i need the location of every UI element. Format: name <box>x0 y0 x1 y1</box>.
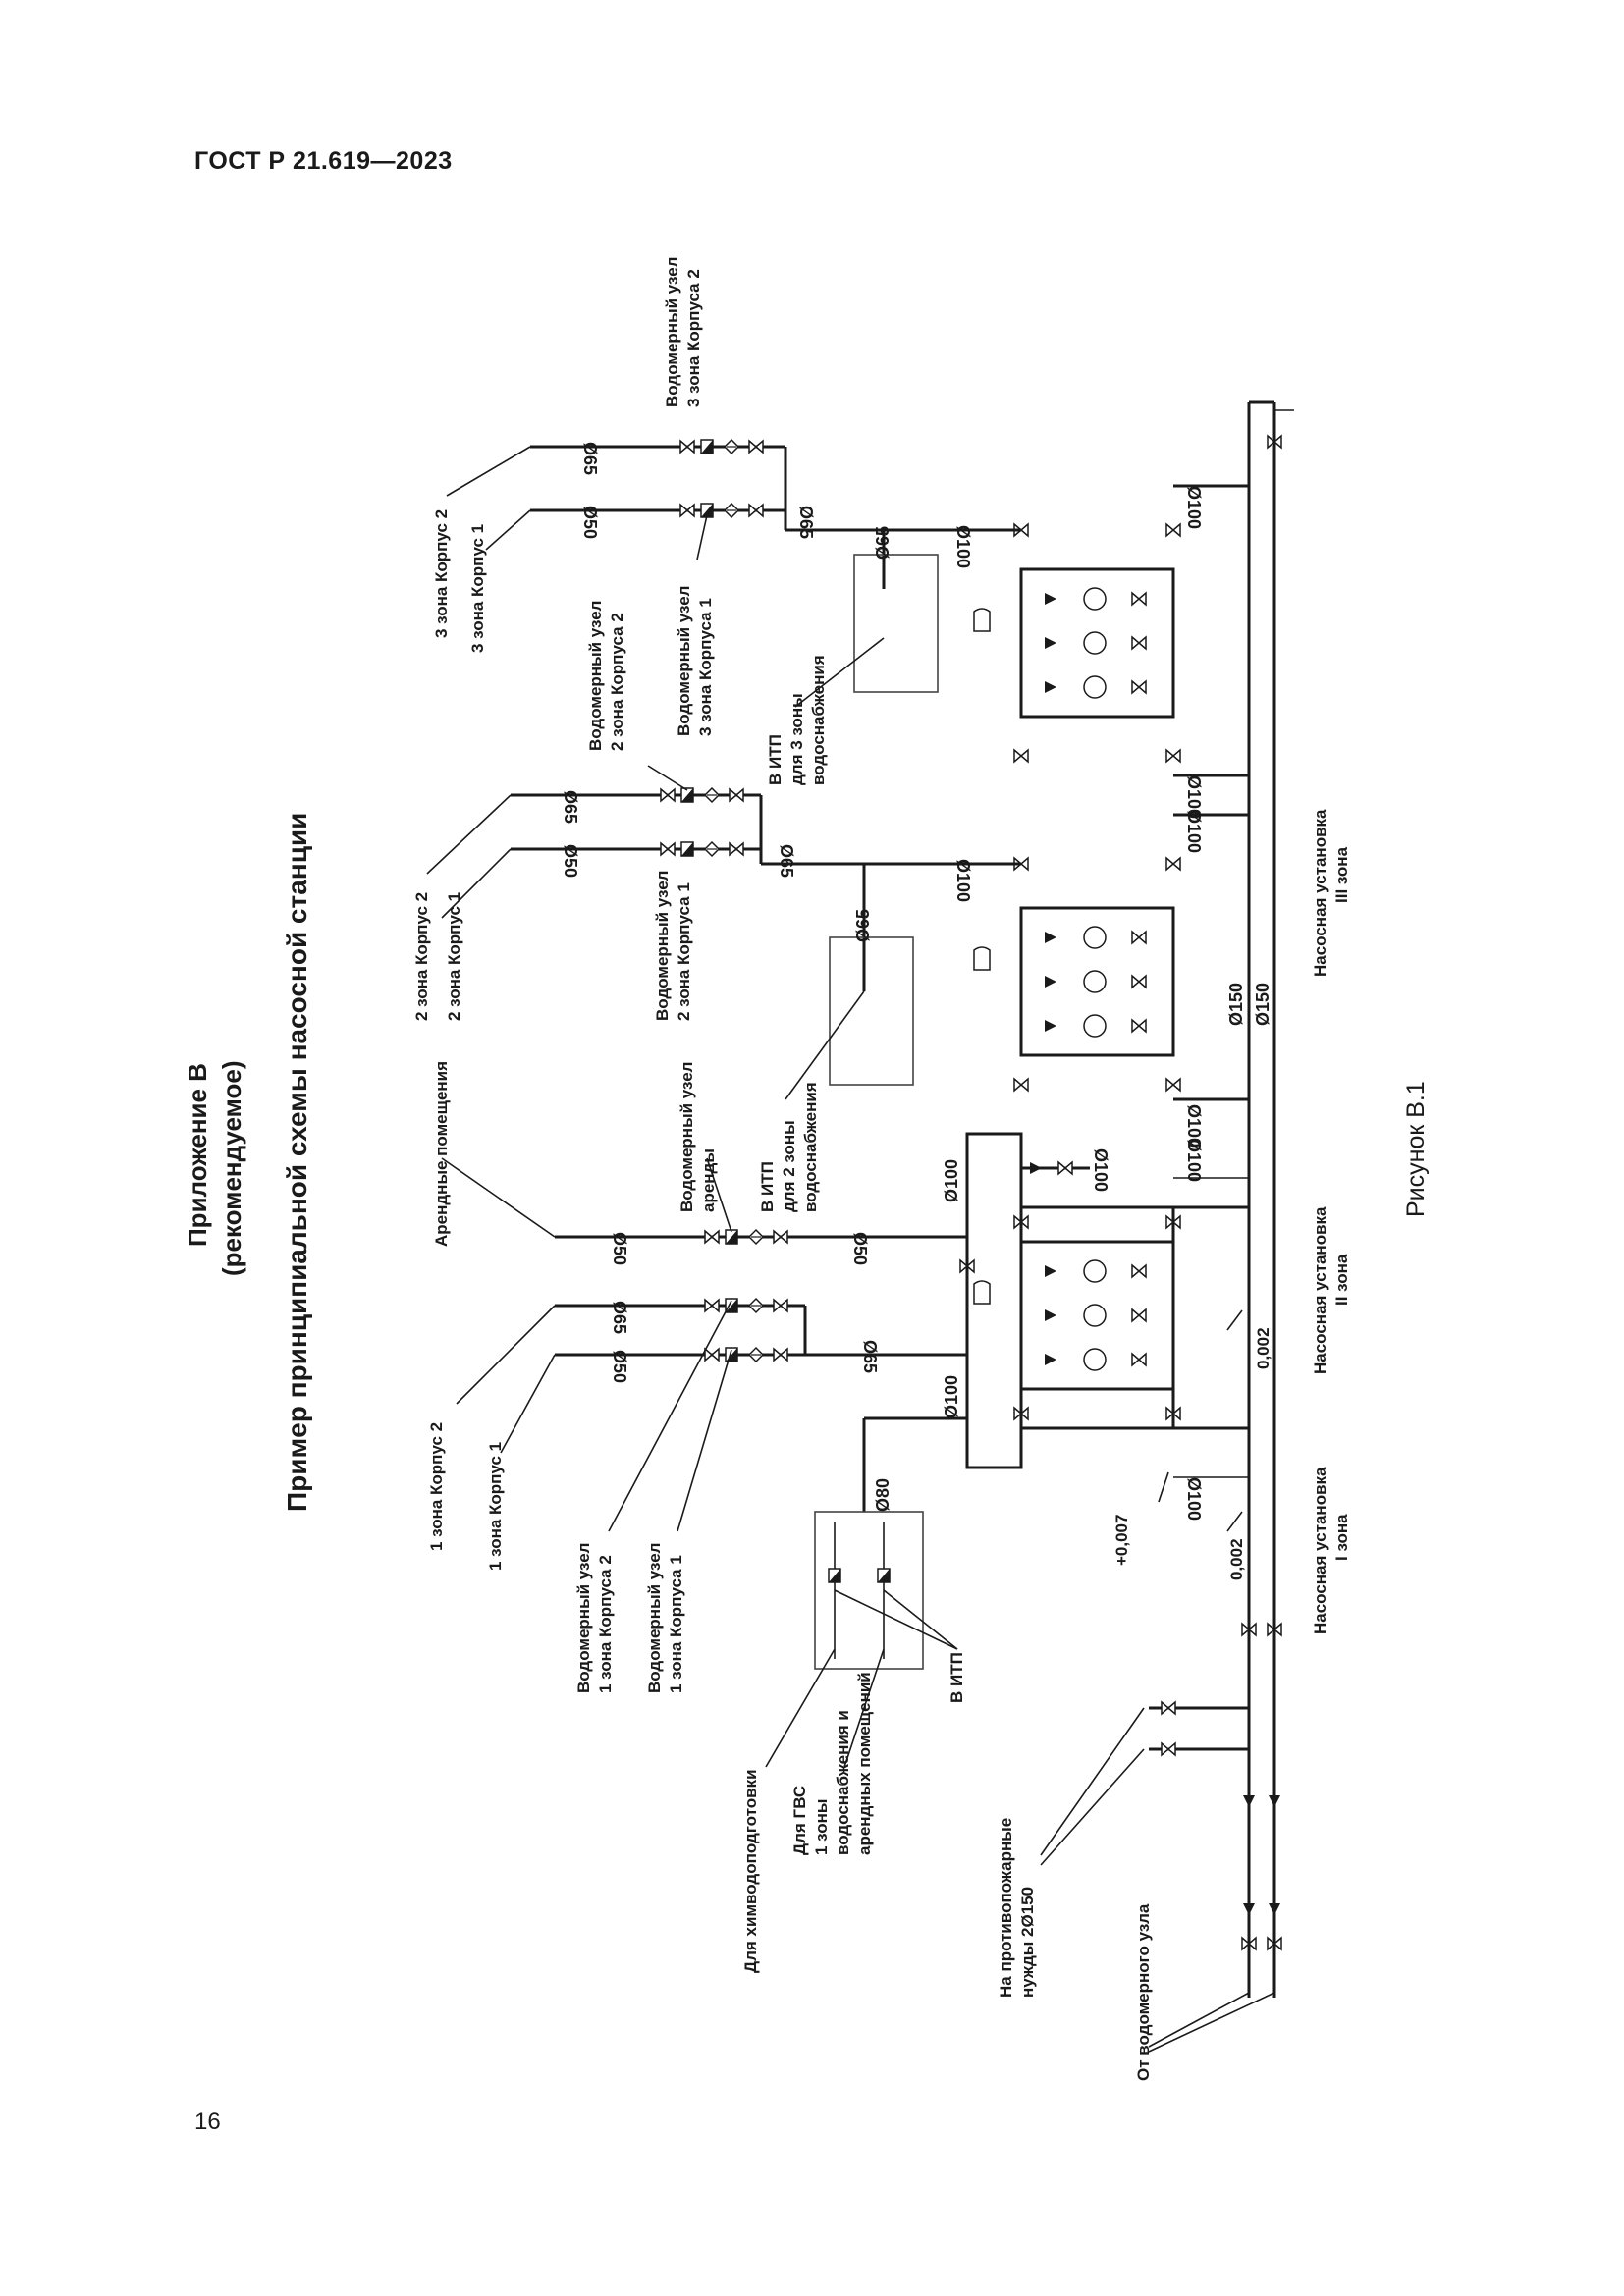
label-slope-1: 0,002 <box>1227 1538 1246 1580</box>
zone-2-distribution <box>426 765 1021 1100</box>
label-meter-z1b2-2: 1 зона Корпуса 2 <box>596 1555 615 1693</box>
dia-z1-main: Ø65 <box>860 1340 880 1373</box>
label-meter-z3b2-2: 3 зона Корпуса 2 <box>684 269 703 407</box>
dia-z2-suc: Ø100 <box>1184 1104 1204 1148</box>
label-pump-3a: Насосная установка <box>1311 809 1329 977</box>
dia-z3-itp: Ø65 <box>873 526 893 560</box>
dia-z2-b1: Ø50 <box>561 844 580 878</box>
label-pump-1b: I зона <box>1332 1514 1351 1561</box>
label-meter-z2b1-2: 2 зона Корпуса 1 <box>675 882 693 1021</box>
label-to-itp2-2: для 2 зоны <box>780 1120 798 1212</box>
label-meter-z3b1-1: Водомерный узел <box>675 586 693 736</box>
label-chem-treatment: Для химводоподготовки <box>741 1769 760 1973</box>
figure-title: Пример принципиальной схемы насосной ста… <box>282 813 312 1512</box>
label-meter-z1b1-1: Водомерный узел <box>645 1543 664 1693</box>
dia-z1-suc: Ø100 <box>1184 1477 1204 1521</box>
appendix-title: Приложение В <box>183 1063 212 1247</box>
label-meter-rent-2: аренды <box>699 1148 718 1212</box>
label-to-itp3-3: водоснабжения <box>809 655 828 785</box>
label-meter-z2b2-1: Водомерный узел <box>586 601 605 751</box>
dia-z2-main: Ø65 <box>777 844 796 878</box>
label-rent-rooms: Арендные помещения <box>432 1061 451 1247</box>
dia-rent-main: Ø50 <box>850 1232 870 1265</box>
dia-main-2: Ø150 <box>1253 983 1272 1026</box>
label-meter-z2b1-1: Водомерный узел <box>653 871 672 1021</box>
label-to-itp2-1: В ИТП <box>758 1161 777 1212</box>
label-zone3-b1: 3 зона Корпус 1 <box>468 524 487 653</box>
label-level: +0,007 <box>1112 1515 1131 1566</box>
label-to-itp3-1: В ИТП <box>766 734 785 785</box>
dia-z3-hdr: Ø100 <box>953 525 973 568</box>
label-to-itp3-2: для 3 зоны <box>787 693 806 785</box>
label-zone1-b2: 1 зона Корпус 2 <box>427 1422 446 1551</box>
pump-unit-zone-2 <box>973 906 1175 1057</box>
label-from-meter: От водомерного узла <box>1134 1903 1153 2081</box>
label-meter-rent-1: Водомерный узел <box>677 1062 696 1212</box>
label-hot-water-3: водоснабжения и <box>834 1710 852 1855</box>
figure-heading: Приложение В (рекомендуемое) Пример прин… <box>183 813 1430 1512</box>
label-hot-water-2: 1 зоны <box>812 1799 831 1855</box>
pump-unit-zone-1 <box>973 1240 1175 1391</box>
label-pump-1a: Насосная установка <box>1311 1467 1329 1634</box>
label-pump-2a: Насосная установка <box>1311 1206 1329 1374</box>
dia-z2-itp: Ø65 <box>853 909 873 942</box>
dia-z3-suc: Ø100 <box>1184 775 1204 819</box>
scheme-labels: От водомерного узла На противопожарные н… <box>412 257 1351 2081</box>
appendix-note: (рекомендуемое) <box>217 1060 246 1276</box>
dia-z3-main: Ø65 <box>796 506 816 539</box>
label-fire-2: нужды 2Ø150 <box>1018 1887 1037 1998</box>
label-meter-z3b1-2: 3 зона Корпуса 1 <box>696 598 715 736</box>
dia-z3-dis: Ø100 <box>1184 486 1204 529</box>
dia-z3-b1: Ø50 <box>580 506 600 539</box>
dia-z1-b2: Ø65 <box>610 1301 629 1334</box>
dia-main-1: Ø150 <box>1226 983 1246 1026</box>
dia-z1-b1: Ø50 <box>610 1350 629 1383</box>
label-pump-2b: II зона <box>1332 1254 1351 1306</box>
main-pipes <box>1040 400 1294 2053</box>
label-meter-z2b2-2: 2 зона Корпуса 2 <box>608 613 626 751</box>
zone-1-distribution <box>441 1132 1090 1768</box>
label-zone2-b2: 2 зона Корпус 2 <box>412 892 431 1021</box>
dia-z1-dis: Ø100 <box>1184 1139 1204 1182</box>
label-fire-1: На противопожарные <box>997 1818 1015 1998</box>
dia-z1-byp: Ø100 <box>1091 1148 1110 1192</box>
diameter-labels: Ø65 Ø50 Ø65 Ø50 Ø50 Ø100 Ø100 Ø80 Ø100 Ø… <box>561 442 1272 1521</box>
zone-3-distribution <box>446 439 1021 708</box>
label-pump-3b: III зона <box>1332 846 1351 903</box>
page-number: 16 <box>194 2109 221 2135</box>
dia-z2-dis: Ø100 <box>1184 810 1204 853</box>
label-zone2-b1: 2 зона Корпус 1 <box>445 892 463 1021</box>
label-to-itp: В ИТП <box>947 1652 966 1703</box>
label-meter-z3b2-1: Водомерный узел <box>663 257 681 407</box>
pump-unit-zone-3 <box>973 567 1175 719</box>
dia-z2-b2: Ø65 <box>561 790 580 824</box>
document-code: ГОСТ Р 21.619—2023 <box>194 147 453 175</box>
dia-z2-hdr: Ø100 <box>953 859 973 902</box>
dia-hdr-2: Ø100 <box>942 1159 961 1202</box>
label-hot-water-4: арендных помещений <box>855 1672 874 1855</box>
pump-connections <box>1013 484 1249 1478</box>
label-to-itp2-3: водоснабжения <box>801 1082 820 1212</box>
label-meter-z1b1-2: 1 зона Корпуса 1 <box>667 1555 685 1693</box>
figure-caption: Рисунок В.1 <box>1402 1081 1430 1217</box>
dia-z3-b2: Ø65 <box>580 442 600 475</box>
dia-d80: Ø80 <box>873 1478 893 1512</box>
label-zone3-b2: 3 зона Корпус 2 <box>432 509 451 638</box>
label-hot-water-1: Для ГВС <box>790 1786 809 1855</box>
label-zone1-b1: 1 зона Корпус 1 <box>486 1442 505 1571</box>
dia-rent: Ø50 <box>610 1232 629 1265</box>
label-slope-2: 0,002 <box>1254 1327 1272 1369</box>
dia-hdr-1: Ø100 <box>942 1375 961 1418</box>
label-meter-z1b2-1: Водомерный узел <box>574 1543 593 1693</box>
